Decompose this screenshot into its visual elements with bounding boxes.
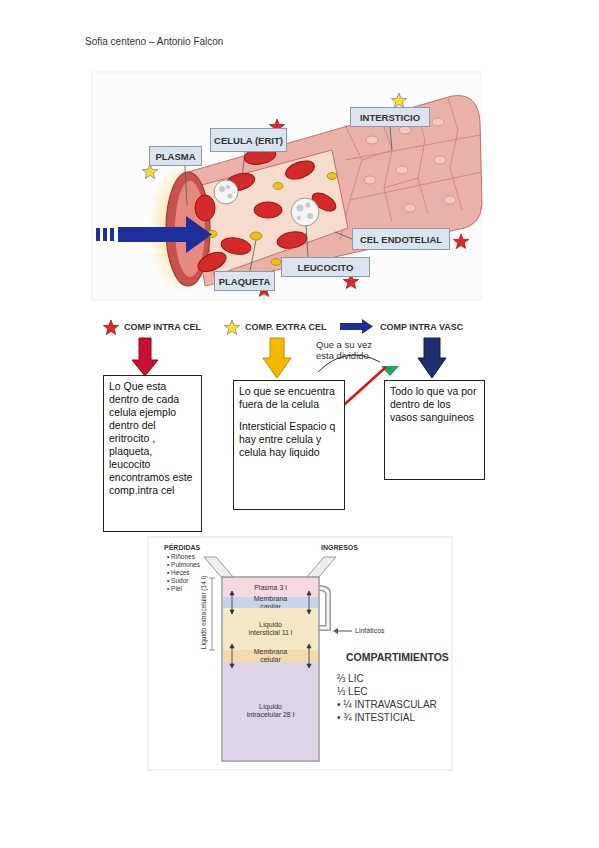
fluid-band: Líquido intersticial 11 l [223, 608, 318, 650]
list-item: • Piel [167, 585, 182, 592]
part-name: Linfáticos [355, 627, 385, 634]
body-text: Plasma 3 l [254, 584, 287, 592]
compartment-figure [148, 537, 452, 770]
label-text: CEL ENDOTELIAL [360, 234, 442, 245]
container-outline [222, 577, 319, 761]
exchange-arrows [230, 591, 311, 668]
note-box: Lo Que esta dentro de cada celula ejempl… [103, 375, 202, 532]
legend-text: COMP. EXTRA CEL [245, 322, 327, 332]
legend-text: COMP INTRA VASC [380, 322, 463, 332]
body-text: Intersticial Espacio q hay entre celula … [239, 420, 339, 459]
membrane-band: Membrana capilar [223, 597, 318, 608]
body-text: Líquido intersticial 11 l [245, 621, 297, 637]
bracket-label: Líquido extracelular (14 l) [200, 573, 207, 653]
part-label: INTERSTICIO [350, 107, 430, 127]
label-text: PLASMA [155, 151, 195, 162]
fraction-note: ⅓ LEC [337, 686, 368, 697]
part-label: PLAQUETA [214, 271, 275, 291]
body-text: Lo que se encuentra fuera de la celula [239, 385, 339, 411]
section-heading: COMPARTIMIENTOS [346, 651, 449, 663]
membrane-band: Membrana celular [223, 650, 318, 662]
list-item: • Pulmones [167, 561, 200, 568]
label-text: INTERSTICIO [360, 112, 420, 123]
handwritten-note: Que a su vez esta dividido [316, 339, 392, 361]
label-text: CELULA (ERIT) [214, 135, 283, 146]
blood-vessel [92, 72, 482, 300]
fraction-note: • ¼ INTRAVASCULAR [337, 699, 437, 710]
list-item: • Riñones [167, 553, 195, 560]
legend-samples [103, 319, 373, 334]
star-markers [142, 93, 468, 296]
fraction-note: • ¾ INTESTICIAL [337, 712, 415, 723]
fluid-band: Líquido intracelular 28 l [223, 662, 318, 760]
list-item: • Heces [167, 569, 190, 576]
note-box: Todo lo que va por dentro de los vasos s… [384, 380, 485, 480]
fraction-note: ⅔ LIC [337, 673, 364, 684]
body-text: Lo Que esta dentro de cada celula ejempl… [109, 380, 196, 497]
body-text: Líquido intracelular 28 l [245, 703, 297, 719]
down-arrows [132, 338, 446, 378]
flow-heading: PÉRDIDAS [164, 544, 200, 551]
legend-text: COMP INTRA CEL [124, 322, 201, 332]
list-item: • Sudor [167, 577, 188, 584]
part-label: PLASMA [149, 146, 202, 166]
body-text: Todo lo que va por dentro de los vasos s… [390, 385, 479, 424]
author-note: Sofia centeno – Antonio Falcon [85, 36, 223, 47]
part-label: LEUCOCITO [281, 257, 370, 277]
label-text: PLAQUETA [219, 276, 271, 287]
note-box: Lo que se encuentra fuera de la celulaIn… [233, 380, 345, 510]
flow-heading: INGRESOS [321, 544, 358, 551]
label-text: LEUCOCITO [298, 262, 354, 273]
part-label: CEL ENDOTELIAL [352, 228, 450, 250]
fluid-band: Plasma 3 l [223, 578, 318, 597]
part-label: CELULA (ERIT) [210, 128, 287, 152]
